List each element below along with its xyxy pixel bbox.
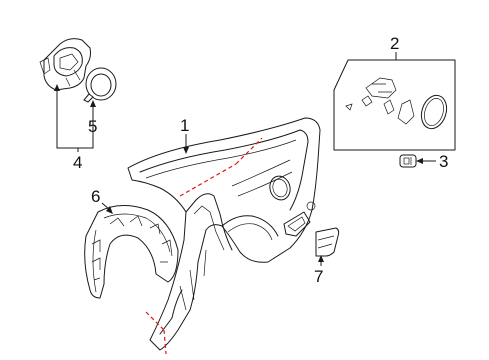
wheel-liner-drawing	[84, 205, 179, 299]
filler-door-assembly-drawing	[333, 52, 456, 151]
fuel-door-housing-drawing	[39, 38, 91, 91]
quarter-panel-cut-lines	[145, 137, 263, 355]
callout-4-leaders	[54, 84, 96, 152]
callout-5: 5	[88, 117, 97, 136]
seal-ring-drawing	[83, 67, 117, 103]
callout-2: 2	[390, 34, 399, 53]
callout-3: 3	[439, 152, 448, 171]
callout-6-leader	[101, 202, 113, 214]
quarter-panel-drawing	[127, 117, 321, 351]
clip-fastener-drawing	[399, 154, 436, 168]
callout-1-leader	[183, 134, 189, 154]
callout-6: 6	[91, 187, 100, 206]
callout-4: 4	[73, 153, 82, 172]
reinforcement-bracket-drawing	[315, 227, 340, 266]
callout-7: 7	[314, 267, 323, 286]
callout-1: 1	[180, 116, 189, 135]
